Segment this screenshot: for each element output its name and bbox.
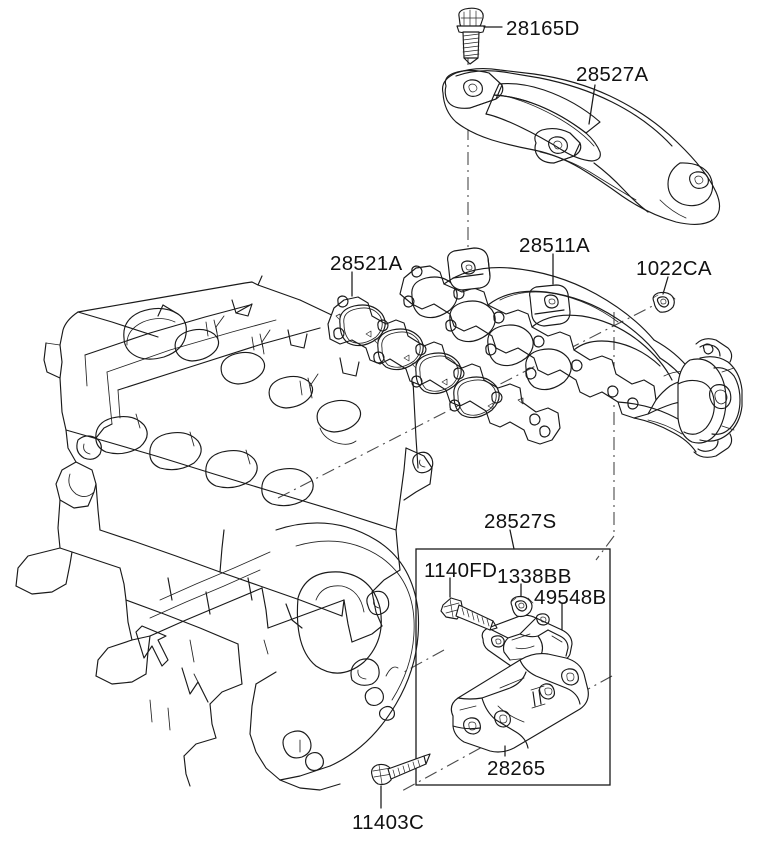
part-label-28527S: 28527S xyxy=(484,510,557,533)
manifold-stay xyxy=(450,653,589,753)
exhaust-manifold-gasket xyxy=(327,295,561,445)
stay-bolt xyxy=(440,597,498,631)
part-label-1338BB: 1338BB xyxy=(497,565,572,588)
stay-mounting-bolt xyxy=(370,753,431,786)
leader-lines xyxy=(351,26,669,809)
exhaust-manifold-heat-protector xyxy=(441,67,721,225)
manifold-nut xyxy=(652,291,676,313)
part-label-28265: 28265 xyxy=(487,757,546,780)
heat-protector-bolt xyxy=(456,7,486,65)
part-label-28165D: 28165D xyxy=(506,17,580,40)
part-label-1022CA: 1022CA xyxy=(636,257,712,280)
engine-block xyxy=(15,275,434,791)
part-label-49548B: 49548B xyxy=(534,586,607,609)
part-label-1140FD: 1140FD xyxy=(424,559,498,582)
part-label-28521A: 28521A xyxy=(330,252,403,275)
stay-nut xyxy=(510,595,534,618)
callout-box-28527S xyxy=(415,548,611,786)
part-label-11403C: 11403C xyxy=(352,811,425,834)
exhaust-manifold xyxy=(399,247,743,458)
part-label-28527A: 28527A xyxy=(576,63,649,86)
part-label-28511A: 28511A xyxy=(519,234,590,257)
